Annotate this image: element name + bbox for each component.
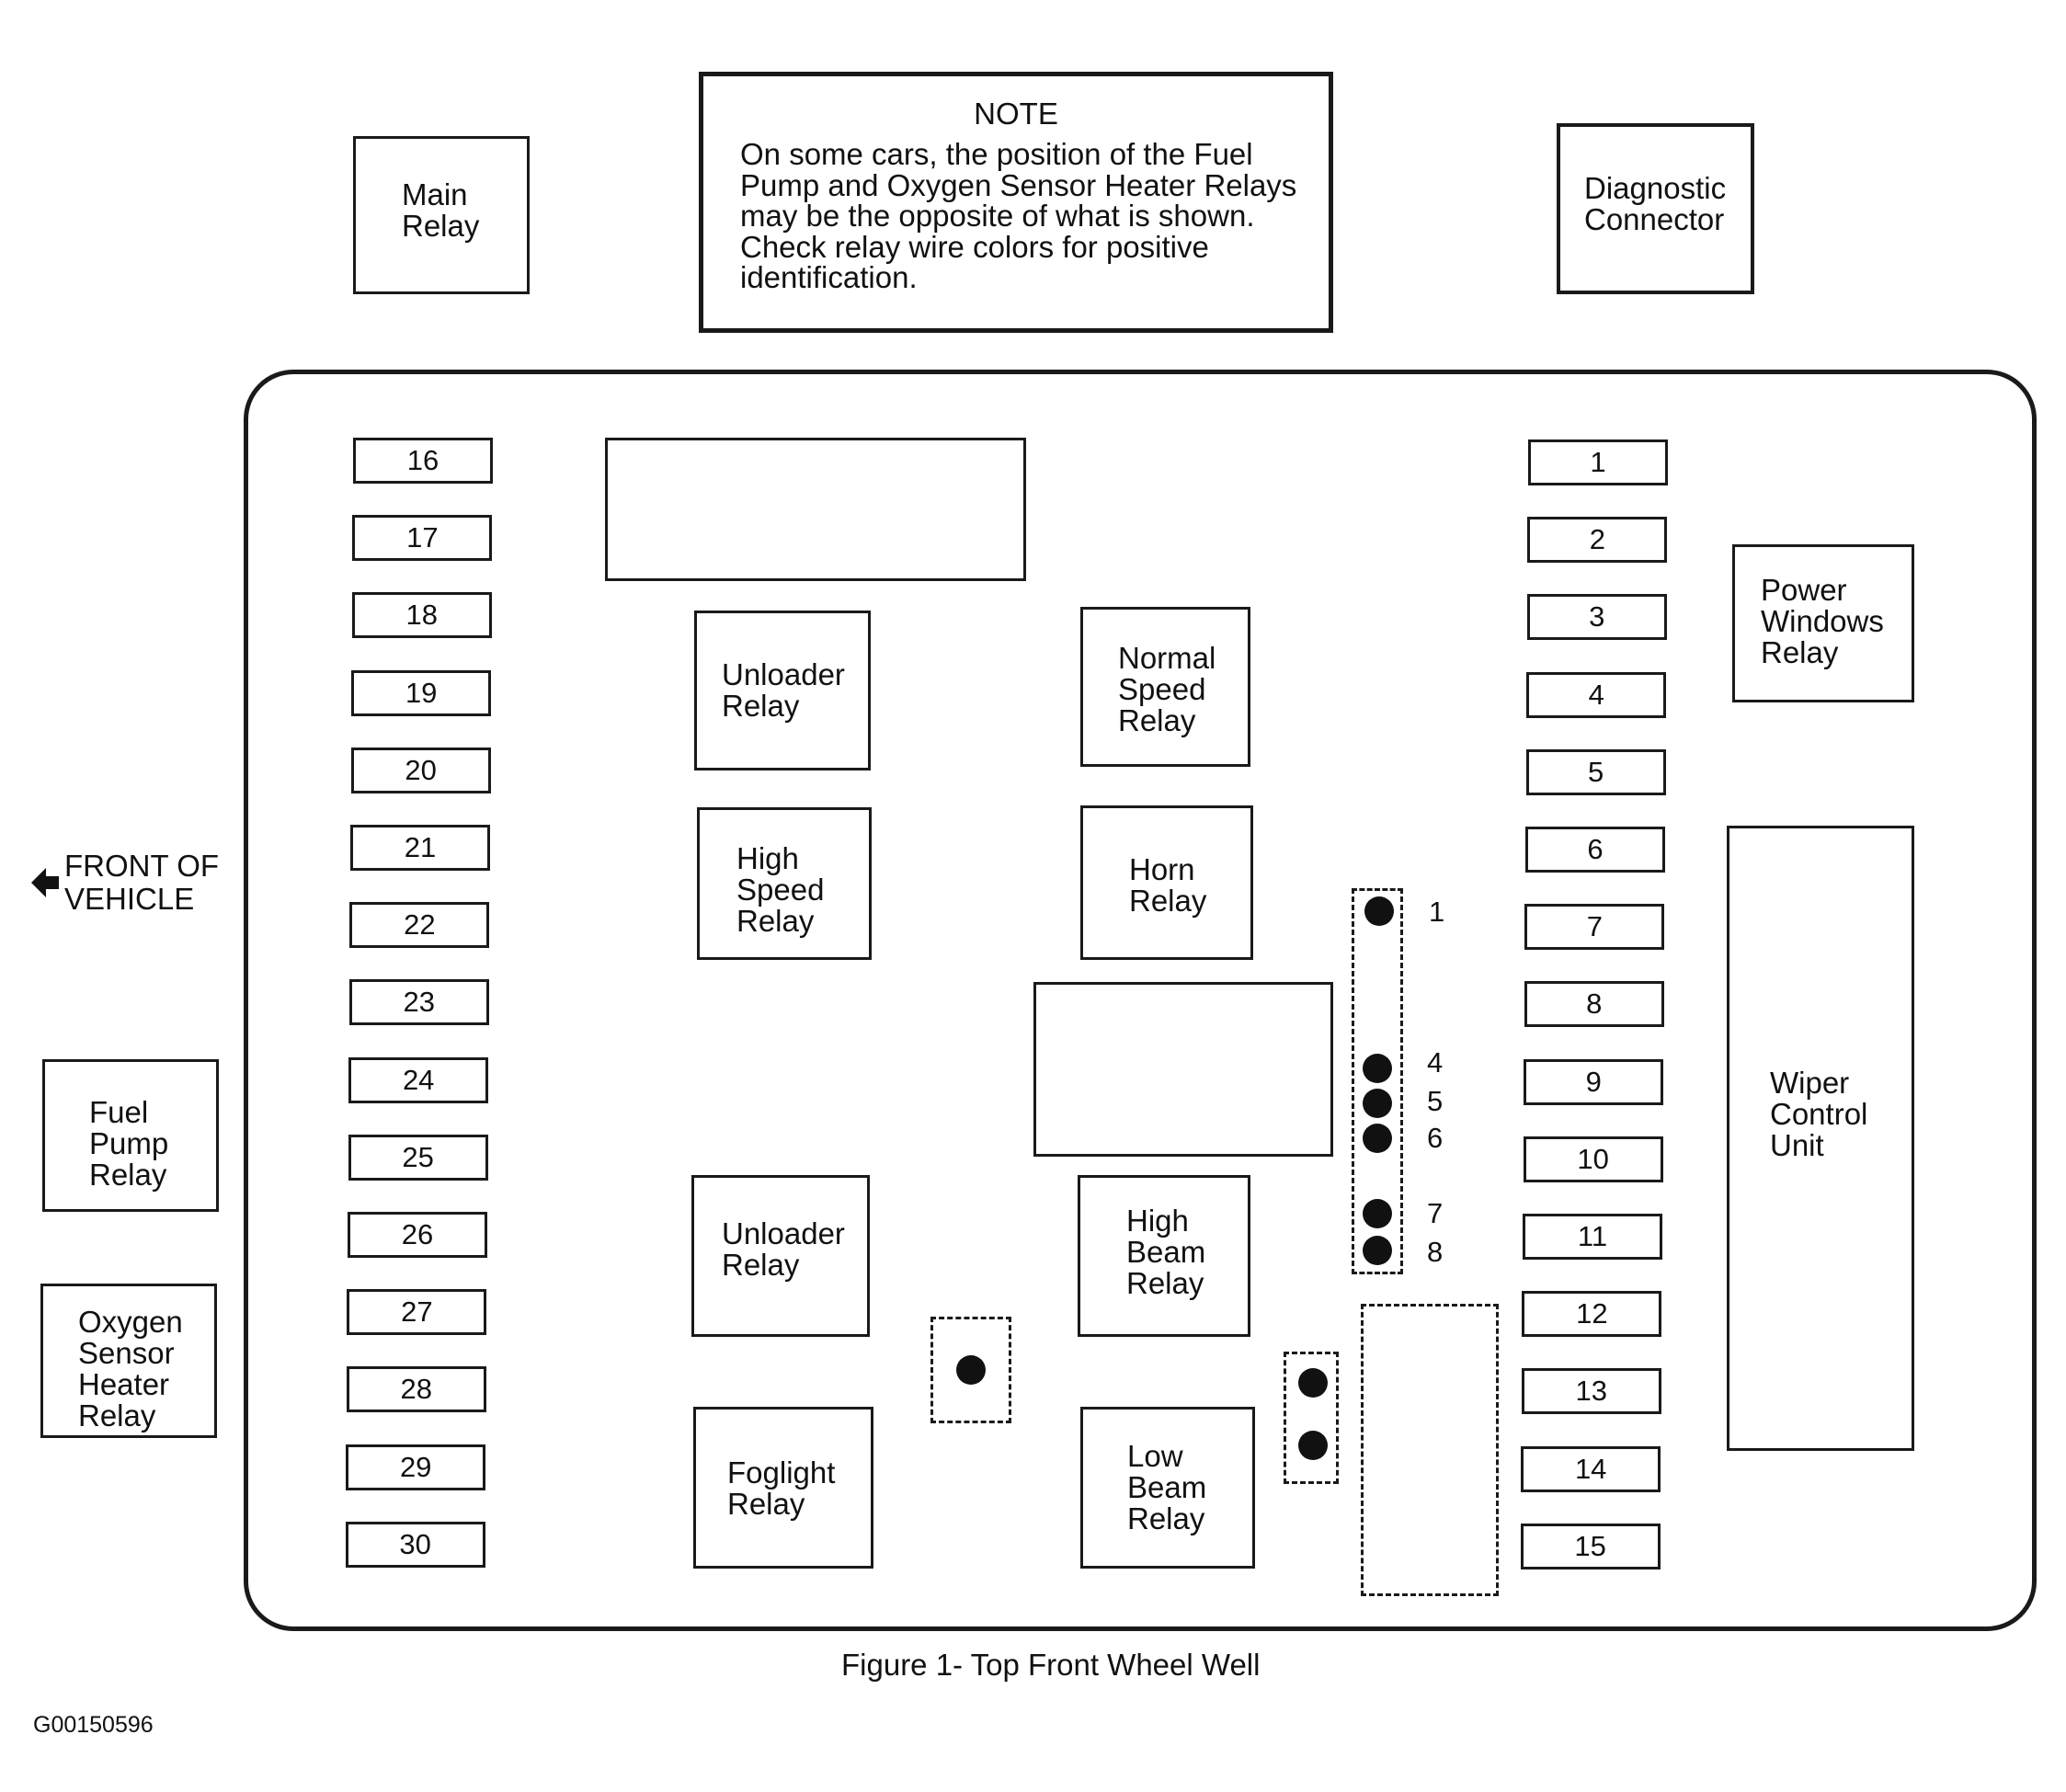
fuse-24: 24: [348, 1056, 489, 1103]
high-beam-relay: High Beam Relay: [1078, 1175, 1250, 1337]
connector-housing: [1352, 888, 1403, 1274]
blank-block-top: [605, 438, 1026, 581]
pin-number: 7: [1427, 1197, 1444, 1229]
fuse-30: 30: [345, 1521, 485, 1568]
connector-pin-1: [1364, 896, 1394, 926]
unloader-relay-lower-label: Unloader Relay: [722, 1216, 845, 1282]
two-pin-connector-pin-lower: [1298, 1431, 1328, 1460]
blank-block-middle: [1033, 982, 1333, 1157]
connector-pin-5: [1363, 1089, 1392, 1118]
note-text: On some cars, the position of the Fuel P…: [740, 137, 1297, 294]
fuse-16: 16: [353, 438, 493, 484]
arrow-left-icon: [31, 868, 59, 897]
fuse-1: 1: [1528, 439, 1668, 485]
fuse-17: 17: [352, 515, 493, 562]
pin-number: 1: [1429, 896, 1445, 928]
fuse-9: 9: [1524, 1058, 1664, 1105]
wiper-control-unit: Wiper Control Unit: [1727, 826, 1914, 1451]
power-windows-relay-label: Power Windows Relay: [1761, 573, 1884, 669]
foglight-relay-label: Foglight Relay: [727, 1455, 836, 1521]
power-windows-relay: Power Windows Relay: [1732, 544, 1914, 702]
oxygen-sensor-heater-relay: Oxygen Sensor Heater Relay: [40, 1284, 217, 1438]
low-beam-relay: Low Beam Relay: [1080, 1407, 1255, 1569]
high-speed-relay: High Speed Relay: [697, 807, 872, 960]
fuse-23: 23: [348, 979, 489, 1026]
oxygen-sensor-heater-relay-label: Oxygen Sensor Heater Relay: [78, 1305, 183, 1432]
front-of-vehicle-label: FRONT OF VEHICLE: [64, 849, 220, 916]
two-pin-connector-pin-upper: [1298, 1368, 1328, 1398]
pin-number: 4: [1427, 1046, 1444, 1079]
high-speed-relay-label: High Speed Relay: [736, 841, 825, 938]
single-pin-connector: [930, 1317, 1011, 1423]
high-beam-relay-label: High Beam Relay: [1126, 1204, 1206, 1300]
fuse-22: 22: [349, 902, 490, 949]
fuse-4: 4: [1526, 671, 1667, 718]
fuse-20: 20: [350, 747, 491, 793]
foglight-relay: Foglight Relay: [693, 1407, 873, 1569]
single-connector-pin: [956, 1355, 986, 1385]
diagnostic-connector-label: Diagnostic Connector: [1584, 171, 1727, 236]
horn-relay-label: Horn Relay: [1129, 852, 1207, 918]
unloader-relay-upper-label: Unloader Relay: [722, 657, 845, 723]
fuse-2: 2: [1527, 517, 1668, 564]
connector-pin-8: [1363, 1236, 1392, 1265]
fuel-pump-relay-label: Fuel Pump Relay: [89, 1095, 169, 1192]
fuel-pump-relay: Fuel Pump Relay: [42, 1059, 219, 1212]
fuse-10: 10: [1523, 1136, 1663, 1182]
fuse-7: 7: [1524, 904, 1665, 951]
unloader-relay-lower: Unloader Relay: [691, 1175, 870, 1337]
connector-pin-6: [1363, 1124, 1392, 1153]
normal-speed-relay-label: Normal Speed Relay: [1118, 641, 1216, 737]
note-title: NOTE: [974, 97, 1058, 131]
fuse-3: 3: [1526, 594, 1667, 641]
fuse-12: 12: [1522, 1291, 1662, 1338]
note-box: NOTE On some cars, the position of the F…: [699, 72, 1333, 333]
horn-relay: Horn Relay: [1080, 805, 1253, 960]
wiper-control-unit-label: Wiper Control Unit: [1770, 1066, 1868, 1162]
fuse-8: 8: [1524, 981, 1664, 1028]
pin-number: 5: [1427, 1085, 1444, 1117]
figure-caption: Figure 1- Top Front Wheel Well: [841, 1648, 1261, 1682]
two-pin-connector: [1284, 1352, 1339, 1484]
fuse-5: 5: [1525, 748, 1666, 795]
fuse-panel: [244, 370, 2037, 1631]
fuse-11: 11: [1523, 1214, 1662, 1260]
fuse-18: 18: [351, 592, 492, 639]
fuse-29: 29: [346, 1444, 486, 1490]
diagnostic-connector: Diagnostic Connector: [1557, 123, 1754, 294]
fuse-27: 27: [347, 1289, 487, 1336]
fuse-21: 21: [350, 825, 490, 871]
figure-code: G00150596: [33, 1712, 154, 1738]
fuse-15: 15: [1520, 1523, 1661, 1569]
fuse-28: 28: [346, 1366, 486, 1413]
fuse-13: 13: [1521, 1368, 1661, 1415]
fuse-6: 6: [1525, 827, 1665, 873]
main-relay-label: Main Relay: [402, 177, 480, 243]
main-relay: Main Relay: [353, 136, 530, 294]
fuse-19: 19: [351, 669, 492, 716]
pin-number: 8: [1427, 1236, 1444, 1268]
pin-number: 6: [1427, 1122, 1444, 1154]
fuse-25: 25: [348, 1134, 488, 1181]
low-beam-relay-label: Low Beam Relay: [1127, 1439, 1207, 1535]
unloader-relay-upper: Unloader Relay: [694, 611, 871, 770]
connector-pin-7: [1363, 1199, 1392, 1228]
connector-pin-4: [1363, 1054, 1392, 1083]
normal-speed-relay: Normal Speed Relay: [1080, 607, 1250, 767]
empty-connector-housing: [1361, 1304, 1499, 1596]
fuse-14: 14: [1521, 1445, 1661, 1492]
fuse-26: 26: [348, 1212, 487, 1258]
